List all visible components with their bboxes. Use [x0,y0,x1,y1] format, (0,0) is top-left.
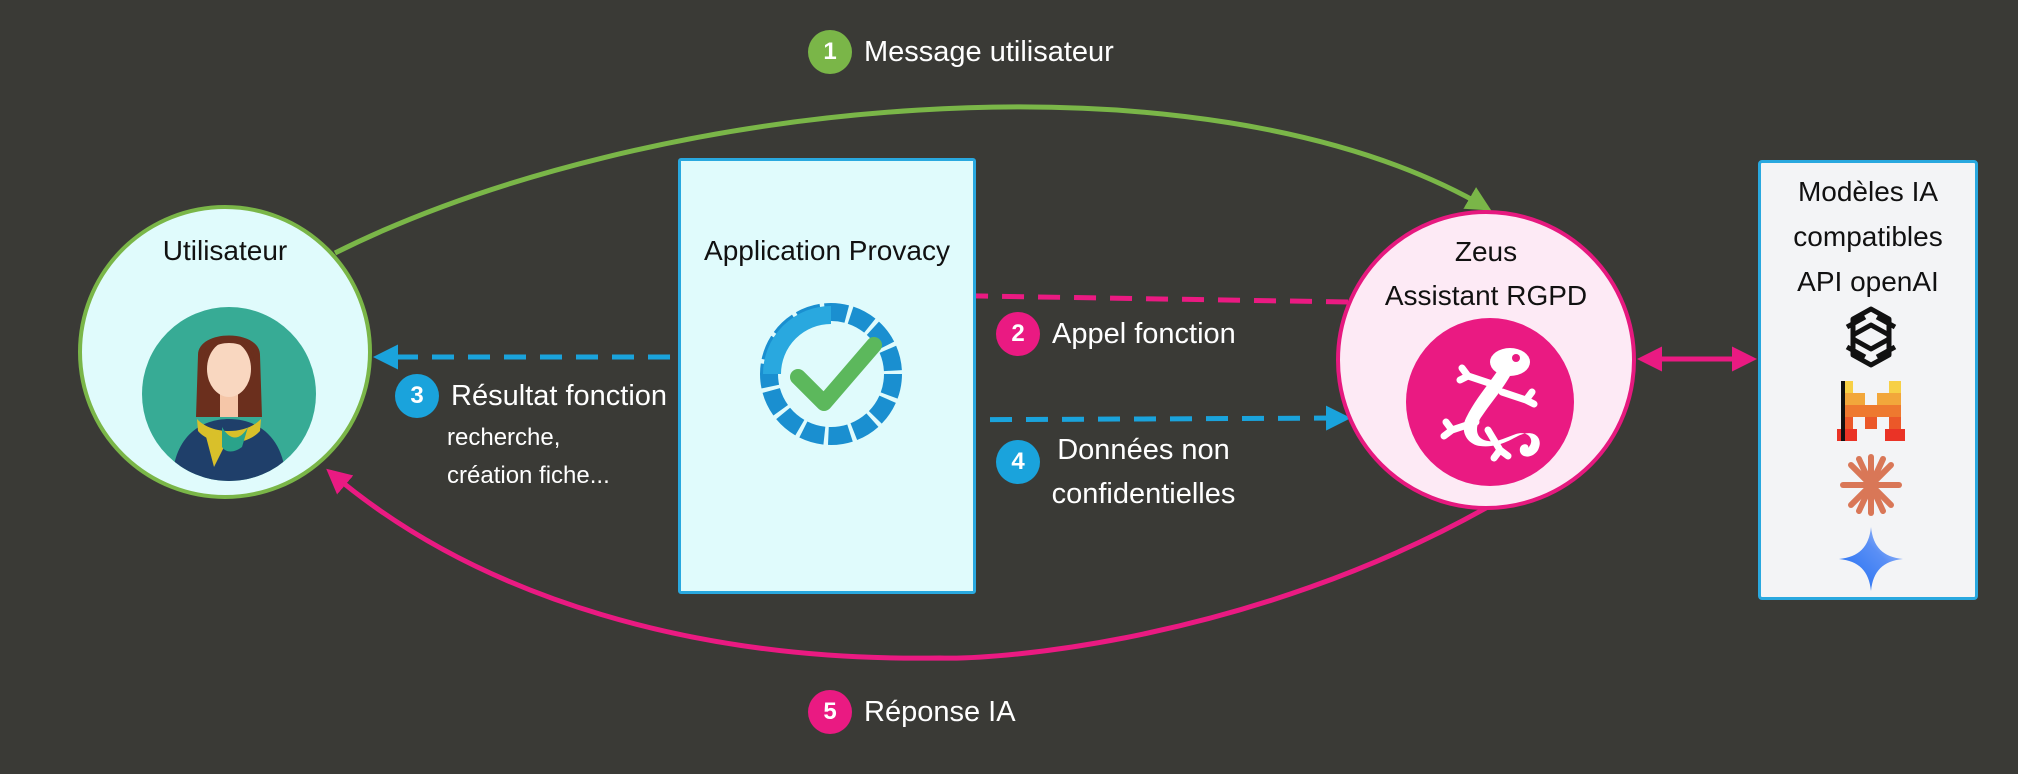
step-3-detail-line1: recherche, [447,424,561,451]
step-4-text: Données non confidentielles [1046,428,1241,516]
zeus-label: Zeus Assistant RGPD [1340,230,1632,318]
step-1-text: Message utilisateur [864,35,1114,68]
zeus-label-line2: Assistant RGPD [1384,280,1588,311]
models-label: Modèles IA compatibles API openAI [1761,169,1975,304]
step-4-text-line2: confidentielles [1051,478,1236,510]
step-5-badge: 5 [808,690,852,734]
step-5-label: 5 Réponse IA [808,690,1016,734]
models-label-line1: Modèles IA [1797,176,1939,207]
arrow-reponse-ia [326,468,1488,661]
zeus-assistant-node: Zeus Assistant RGPD [1336,210,1636,510]
step-1-label: 1 Message utilisateur [808,30,1114,74]
provacy-checkmark-icon [756,299,906,449]
arrow-message-utilisateur [333,104,1492,256]
step-3-label: 3 Résultat fonction [395,374,667,418]
step-2-text: Appel fonction [1052,317,1236,350]
step-4-text-line1: Données non [1057,434,1230,466]
step-3-detail-line2: création fiche... [447,462,610,489]
step-2-label: 2 Appel fonction [996,312,1236,356]
arrow-donnees-non-confidentielles [917,405,1351,431]
application-provacy-node: Application Provacy [678,158,976,594]
step-2-badge: 2 [996,312,1040,356]
step-4-badge: 4 [996,440,1040,484]
models-label-line2: compatibles [1793,221,1943,252]
models-label-line3: API openAI [1797,266,1939,297]
step-5-text: Réponse IA [864,695,1016,728]
step-4-label: 4 [996,440,1052,484]
claude-icon [1837,451,1905,519]
user-label: Utilisateur [162,235,288,266]
mistral-icon [1837,377,1905,445]
step-3-text: Résultat fonction [451,379,668,412]
zeus-label-line1: Zeus [1454,236,1518,267]
openai-icon [1837,303,1905,371]
step-3-badge: 3 [395,374,439,418]
arrow-appel-fonction [913,282,1349,308]
ai-models-node: Modèles IA compatibles API openAI [1758,160,1978,600]
user-avatar-icon [142,307,316,481]
gemini-icon [1837,525,1905,593]
gecko-icon [1406,318,1574,486]
step-1-badge: 1 [808,30,852,74]
user-node: Utilisateur [78,205,372,499]
app-label: Application Provacy [704,235,950,266]
